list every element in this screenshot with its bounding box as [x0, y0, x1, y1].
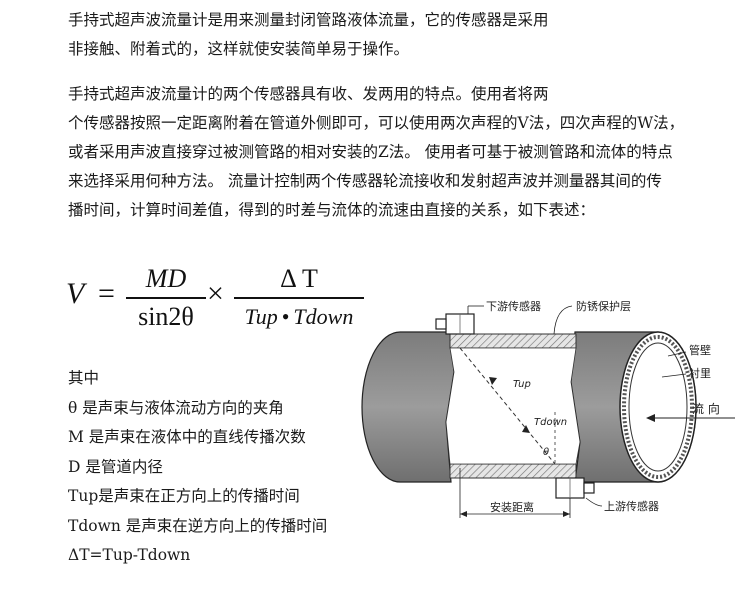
sound-path-line — [459, 347, 556, 465]
principle-line: 个传感器按照一定距离附着在管道外侧即可，可以使用两次声程的V法，四次声程的W法， — [68, 114, 685, 132]
intro-line: 非接触、附着式的，这样就使安装简单易于操作。 — [68, 40, 410, 58]
legend-heading: 其中 — [68, 369, 100, 387]
legend-item: ΔT=Tup-Tdown — [68, 546, 191, 564]
legend-item: Tup是声束在正方向上的传播时间 — [68, 487, 300, 505]
fraction-1-bar — [126, 297, 206, 299]
downstream-sensor-label: 下游传感器 — [486, 300, 541, 313]
principle-line: 播时间，计算时间差值，得到的时差与流体的流速由直接的关系，如下表述： — [68, 201, 596, 219]
flow-arrow-icon — [646, 414, 655, 422]
principle-line: 手持式超声波流量计的两个传感器具有收、发两用的特点。使用者将两 — [68, 85, 549, 103]
legend-item: θ 是声束与液体流动方向的夹角 — [68, 398, 284, 417]
denominator-dot: • — [281, 303, 290, 329]
pipe-end-wall — [622, 335, 694, 479]
lining-label: 衬里 — [689, 367, 711, 380]
theta-label: θ — [543, 447, 549, 458]
protective-layer-label: 防锈保护层 — [576, 299, 631, 313]
pipe-diagram: Tup Tdown θ 流 向 下游传感器 防锈保护层 管壁 衬里 上游传感器 … — [350, 292, 750, 532]
principle-line: 来选择采用何种方法。 流量计控制两个传感器轮流接收和发射超声波并测量器其间的传 — [68, 172, 662, 190]
flow-formula: V = MD sin2θ × Δ T Tup•Tdown — [66, 263, 366, 343]
pipe-wall-top — [449, 333, 577, 349]
formula-times: × — [207, 277, 224, 310]
pipe-wall-label: 管壁 — [689, 343, 711, 357]
tdown-arrow-icon — [522, 425, 530, 433]
pipe-end-lining — [628, 342, 688, 472]
legend-item: Tdown 是声束在逆方向上的传播时间 — [68, 516, 328, 535]
flow-direction-label: 流 向 — [692, 401, 720, 416]
upstream-sensor-label: 上游传感器 — [604, 500, 659, 513]
pipe-body-left — [361, 331, 455, 483]
formula-equals: = — [98, 277, 115, 310]
fraction-1-denominator: sin2θ — [138, 301, 194, 331]
tup-label: Tup — [513, 379, 531, 390]
legend-item: M 是声束在液体中的直线传播次数 — [68, 428, 306, 446]
intro-line: 手持式超声波流量计是用来测量封闭管路液体流量，它的传感器是采用 — [68, 11, 549, 29]
pipe-wall-bottom — [449, 463, 577, 479]
tup-arrow-icon — [489, 377, 497, 385]
pipe-interior — [445, 347, 581, 465]
denominator-tdown: Tdown — [293, 303, 354, 329]
legend-item: D 是管道内径 — [68, 457, 163, 476]
downstream-sensor-icon — [435, 313, 475, 335]
denominator-tup: Tup — [244, 303, 278, 329]
formula-fraction-2: Δ T Tup•Tdown — [234, 263, 364, 333]
fraction-2-numerator: Δ T — [280, 264, 318, 293]
intro-paragraph: 手持式超声波流量计是用来测量封闭管路液体流量，它的传感器是采用 非接触、附着式的… — [68, 6, 740, 64]
fraction-2-bar — [234, 297, 364, 299]
tdown-label: Tdown — [534, 417, 567, 428]
formula-lhs: V — [66, 277, 85, 310]
variable-legend: 其中 θ 是声束与液体流动方向的夹角 M 是声束在液体中的直线传播次数 D 是管… — [68, 364, 327, 571]
fraction-2-denominator: Tup•Tdown — [234, 301, 364, 333]
principle-paragraph: 手持式超声波流量计的两个传感器具有收、发两用的特点。使用者将两 个传感器按照一定… — [68, 80, 740, 225]
install-distance-label: 安装距离 — [490, 500, 534, 514]
formula-fraction-1: MD sin2θ — [126, 263, 206, 333]
fraction-1-numerator: MD — [145, 264, 187, 293]
principle-line: 或者采用声波直接穿过被测管路的相对安装的Z法。 使用者可基于被测管路和流体的特点 — [68, 143, 673, 161]
pipe-diagram-svg: Tup Tdown θ 流 向 下游传感器 防锈保护层 管壁 衬里 上游传感器 … — [361, 299, 735, 518]
